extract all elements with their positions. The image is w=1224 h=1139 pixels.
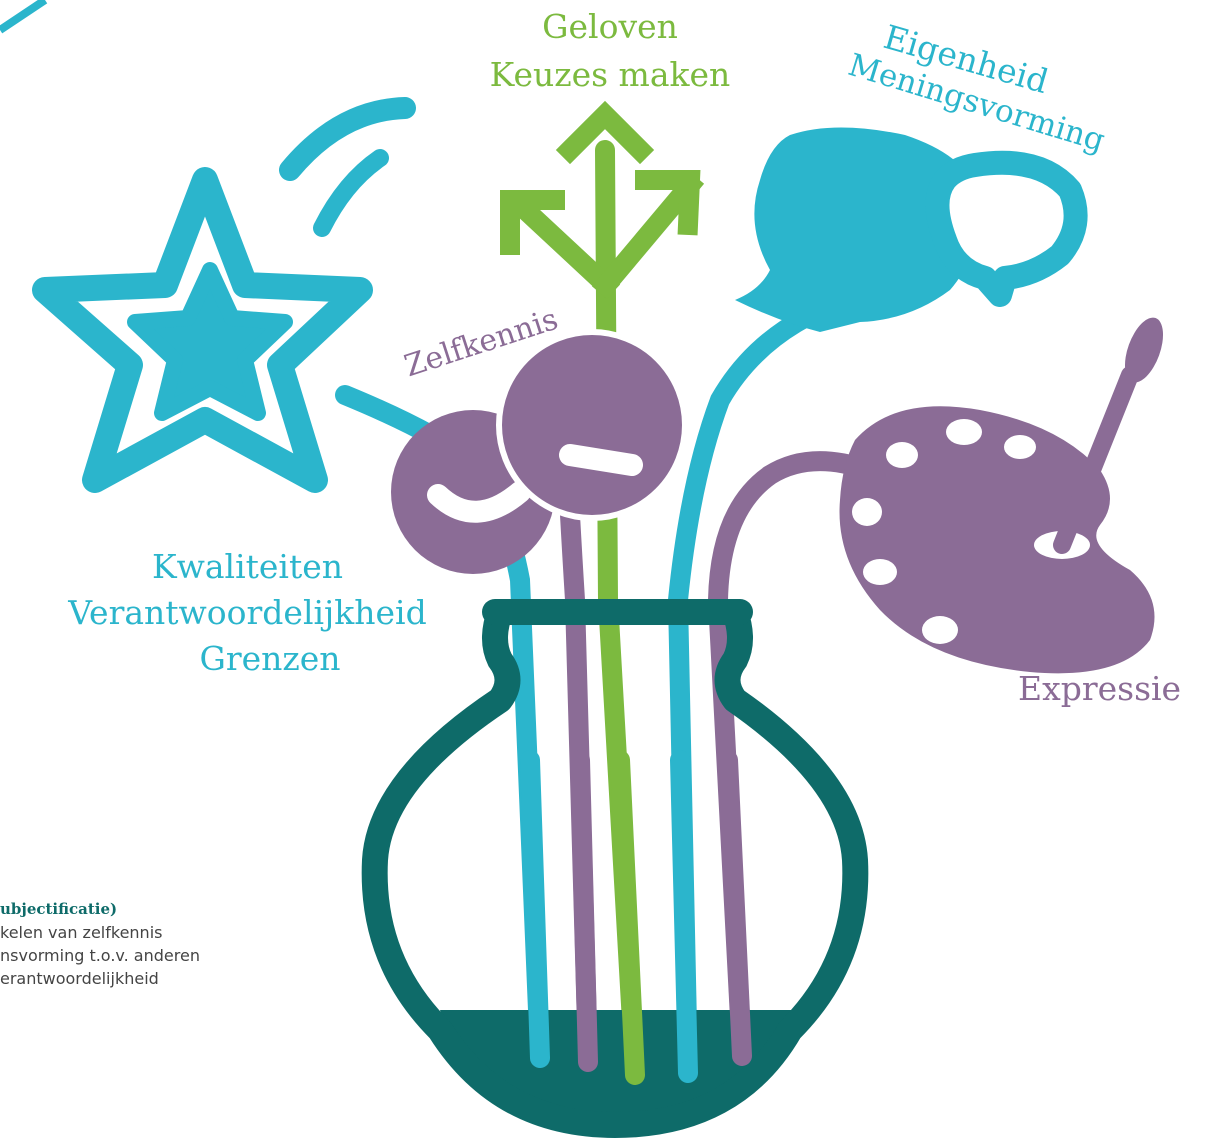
star-icon	[32, 97, 416, 493]
arrow-right-head	[635, 170, 701, 236]
stems-front	[520, 750, 752, 1085]
minus-mouth	[559, 444, 643, 476]
palette-body	[839, 406, 1155, 674]
bubble-small	[925, 150, 1088, 307]
bubble-large	[735, 127, 978, 332]
side-note-line: kelen van zelfkennis	[0, 923, 163, 942]
label-keuzes-maken: Keuzes maken	[489, 55, 731, 94]
paint-hole-4	[852, 498, 882, 526]
face-icons	[391, 329, 688, 574]
side-note-title: ubjectificatie)	[0, 900, 118, 918]
paint-hole-1	[886, 442, 918, 468]
side-note: ubjectificatie) kelen van zelfkennis nsv…	[0, 898, 200, 990]
arrow-left-head	[500, 190, 565, 255]
corner-circle-arc	[0, 0, 48, 34]
star-inner	[127, 262, 293, 421]
palette-stem	[707, 451, 878, 1066]
arrow-right-branch	[591, 170, 705, 300]
label-grenzen: Grenzen	[199, 639, 341, 678]
arrow-center	[555, 100, 655, 165]
palette-icon	[839, 317, 1164, 674]
side-note-line: nsvorming t.o.v. anderen	[0, 946, 200, 965]
paint-hole-2	[946, 419, 982, 445]
smile	[427, 481, 531, 523]
star-outline	[32, 167, 373, 493]
label-verantwoordelijkheid: Verantwoordelijkheid	[68, 593, 427, 632]
face-circle-right	[496, 329, 688, 521]
arrows-icon	[500, 100, 705, 300]
stem-front-5	[718, 750, 752, 1066]
label-expressie: Expressie	[1018, 669, 1182, 708]
label-geloven: Geloven	[542, 7, 678, 46]
speech-bubble-icon	[735, 127, 1088, 332]
bubble-stem	[667, 290, 855, 1083]
stem-front-4	[670, 750, 698, 1083]
paint-hole-3	[1004, 435, 1036, 459]
brush-handle	[1053, 366, 1139, 554]
stem-front-2	[570, 750, 598, 1072]
motion-arc-2	[313, 149, 389, 237]
motion-arc-1	[279, 97, 416, 181]
stem-front-1	[520, 750, 550, 1068]
label-kwaliteiten: Kwaliteiten	[151, 547, 344, 586]
vase-outline	[361, 599, 869, 1138]
side-note-line: erantwoordelijkheid	[0, 969, 159, 988]
paint-hole-6	[922, 616, 958, 644]
vase	[361, 599, 869, 1138]
paint-hole-5	[863, 559, 897, 585]
arrow-left-branch	[505, 190, 621, 300]
stem-front-3	[610, 750, 645, 1085]
brush-tip	[1124, 317, 1164, 383]
